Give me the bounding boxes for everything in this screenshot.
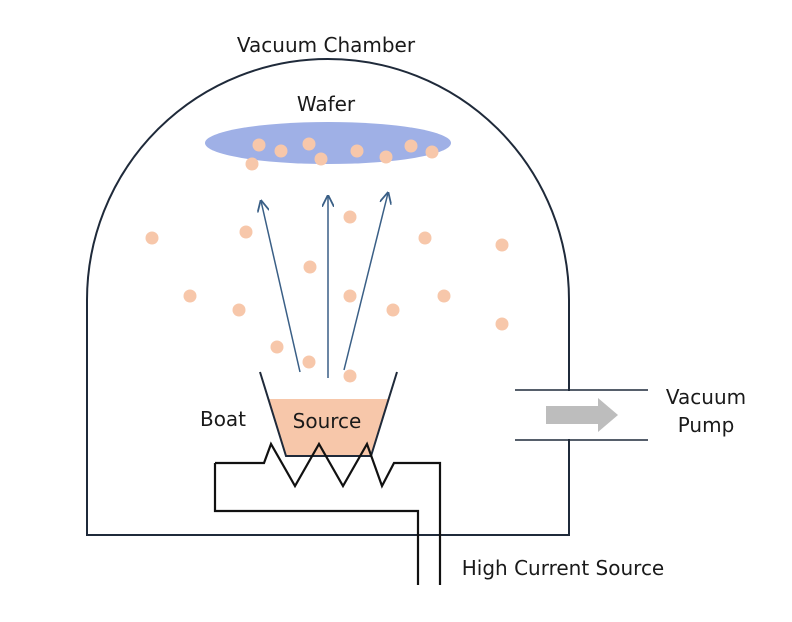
particle [350, 144, 364, 158]
heater-wire-return [213, 463, 420, 585]
particle [245, 157, 259, 171]
particle [404, 139, 418, 153]
particle [302, 355, 316, 369]
heater-wire-loop [215, 441, 442, 585]
vapor-particles [145, 210, 509, 383]
vacuum-chamber-outline [86, 58, 570, 536]
particle [418, 231, 432, 245]
source-label: Source [293, 409, 362, 433]
boat-label: Boat [200, 407, 246, 431]
particle [270, 340, 284, 354]
particle [343, 210, 357, 224]
particle [252, 138, 266, 152]
wafer-label: Wafer [297, 92, 356, 116]
particle [239, 225, 253, 239]
particle [437, 289, 451, 303]
particle [274, 144, 288, 158]
particle [386, 303, 400, 317]
pump-label-line1: Vacuum [666, 385, 746, 409]
pump-label-line2: Pump [678, 413, 735, 437]
boat [259, 371, 398, 457]
particle [343, 369, 357, 383]
particle [495, 317, 509, 331]
particle [232, 303, 246, 317]
particle [425, 145, 439, 159]
current-source-label: High Current Source [462, 556, 665, 580]
trajectory-arrow-left [261, 201, 301, 373]
wafer-particles [245, 137, 439, 171]
particle [314, 152, 328, 166]
particle [303, 260, 317, 274]
trajectory-arrow-right [343, 193, 388, 371]
source-material [268, 399, 389, 456]
pump-flow-arrow [546, 398, 618, 432]
particle [302, 137, 316, 151]
particle [183, 289, 197, 303]
particle [343, 289, 357, 303]
particle [145, 231, 159, 245]
chamber-label: Vacuum Chamber [237, 33, 416, 57]
particle [495, 238, 509, 252]
particle [379, 150, 393, 164]
